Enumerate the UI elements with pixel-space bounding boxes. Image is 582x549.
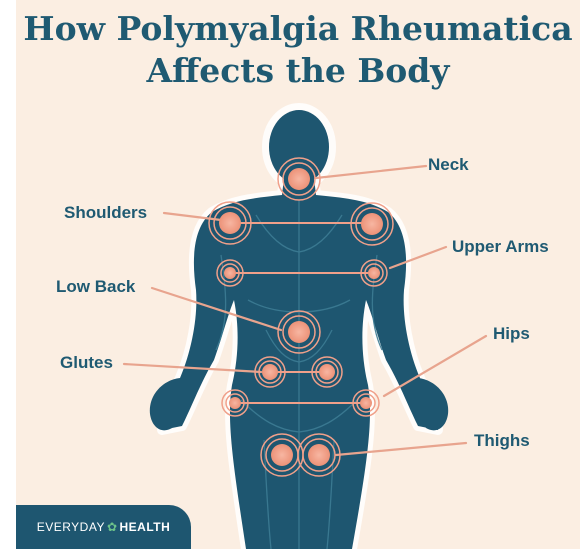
- label-hips: Hips: [493, 324, 530, 344]
- leaf-icon: ✿: [107, 520, 118, 534]
- brand-word-2: HEALTH: [120, 520, 171, 534]
- infographic-card: How Polymyalgia Rheumatica Affects the B…: [16, 0, 580, 549]
- label-shoulders: Shoulders: [64, 203, 147, 223]
- body-figure: [16, 0, 580, 549]
- marker-glute-left: [255, 357, 285, 387]
- label-low-back: Low Back: [56, 277, 135, 297]
- label-glutes: Glutes: [60, 353, 113, 373]
- label-thighs: Thighs: [474, 431, 530, 451]
- marker-upper-arm-right: [361, 260, 387, 286]
- marker-hip-left: [222, 390, 248, 416]
- label-upper-arms: Upper Arms: [452, 237, 549, 257]
- brand-logo: EVERYDAY ✿ HEALTH: [16, 505, 191, 549]
- marker-upper-arm-left: [217, 260, 243, 286]
- marker-glute-right: [312, 357, 342, 387]
- label-neck: Neck: [428, 155, 469, 175]
- marker-hip-right: [353, 390, 379, 416]
- brand-word-1: EVERYDAY: [37, 520, 105, 534]
